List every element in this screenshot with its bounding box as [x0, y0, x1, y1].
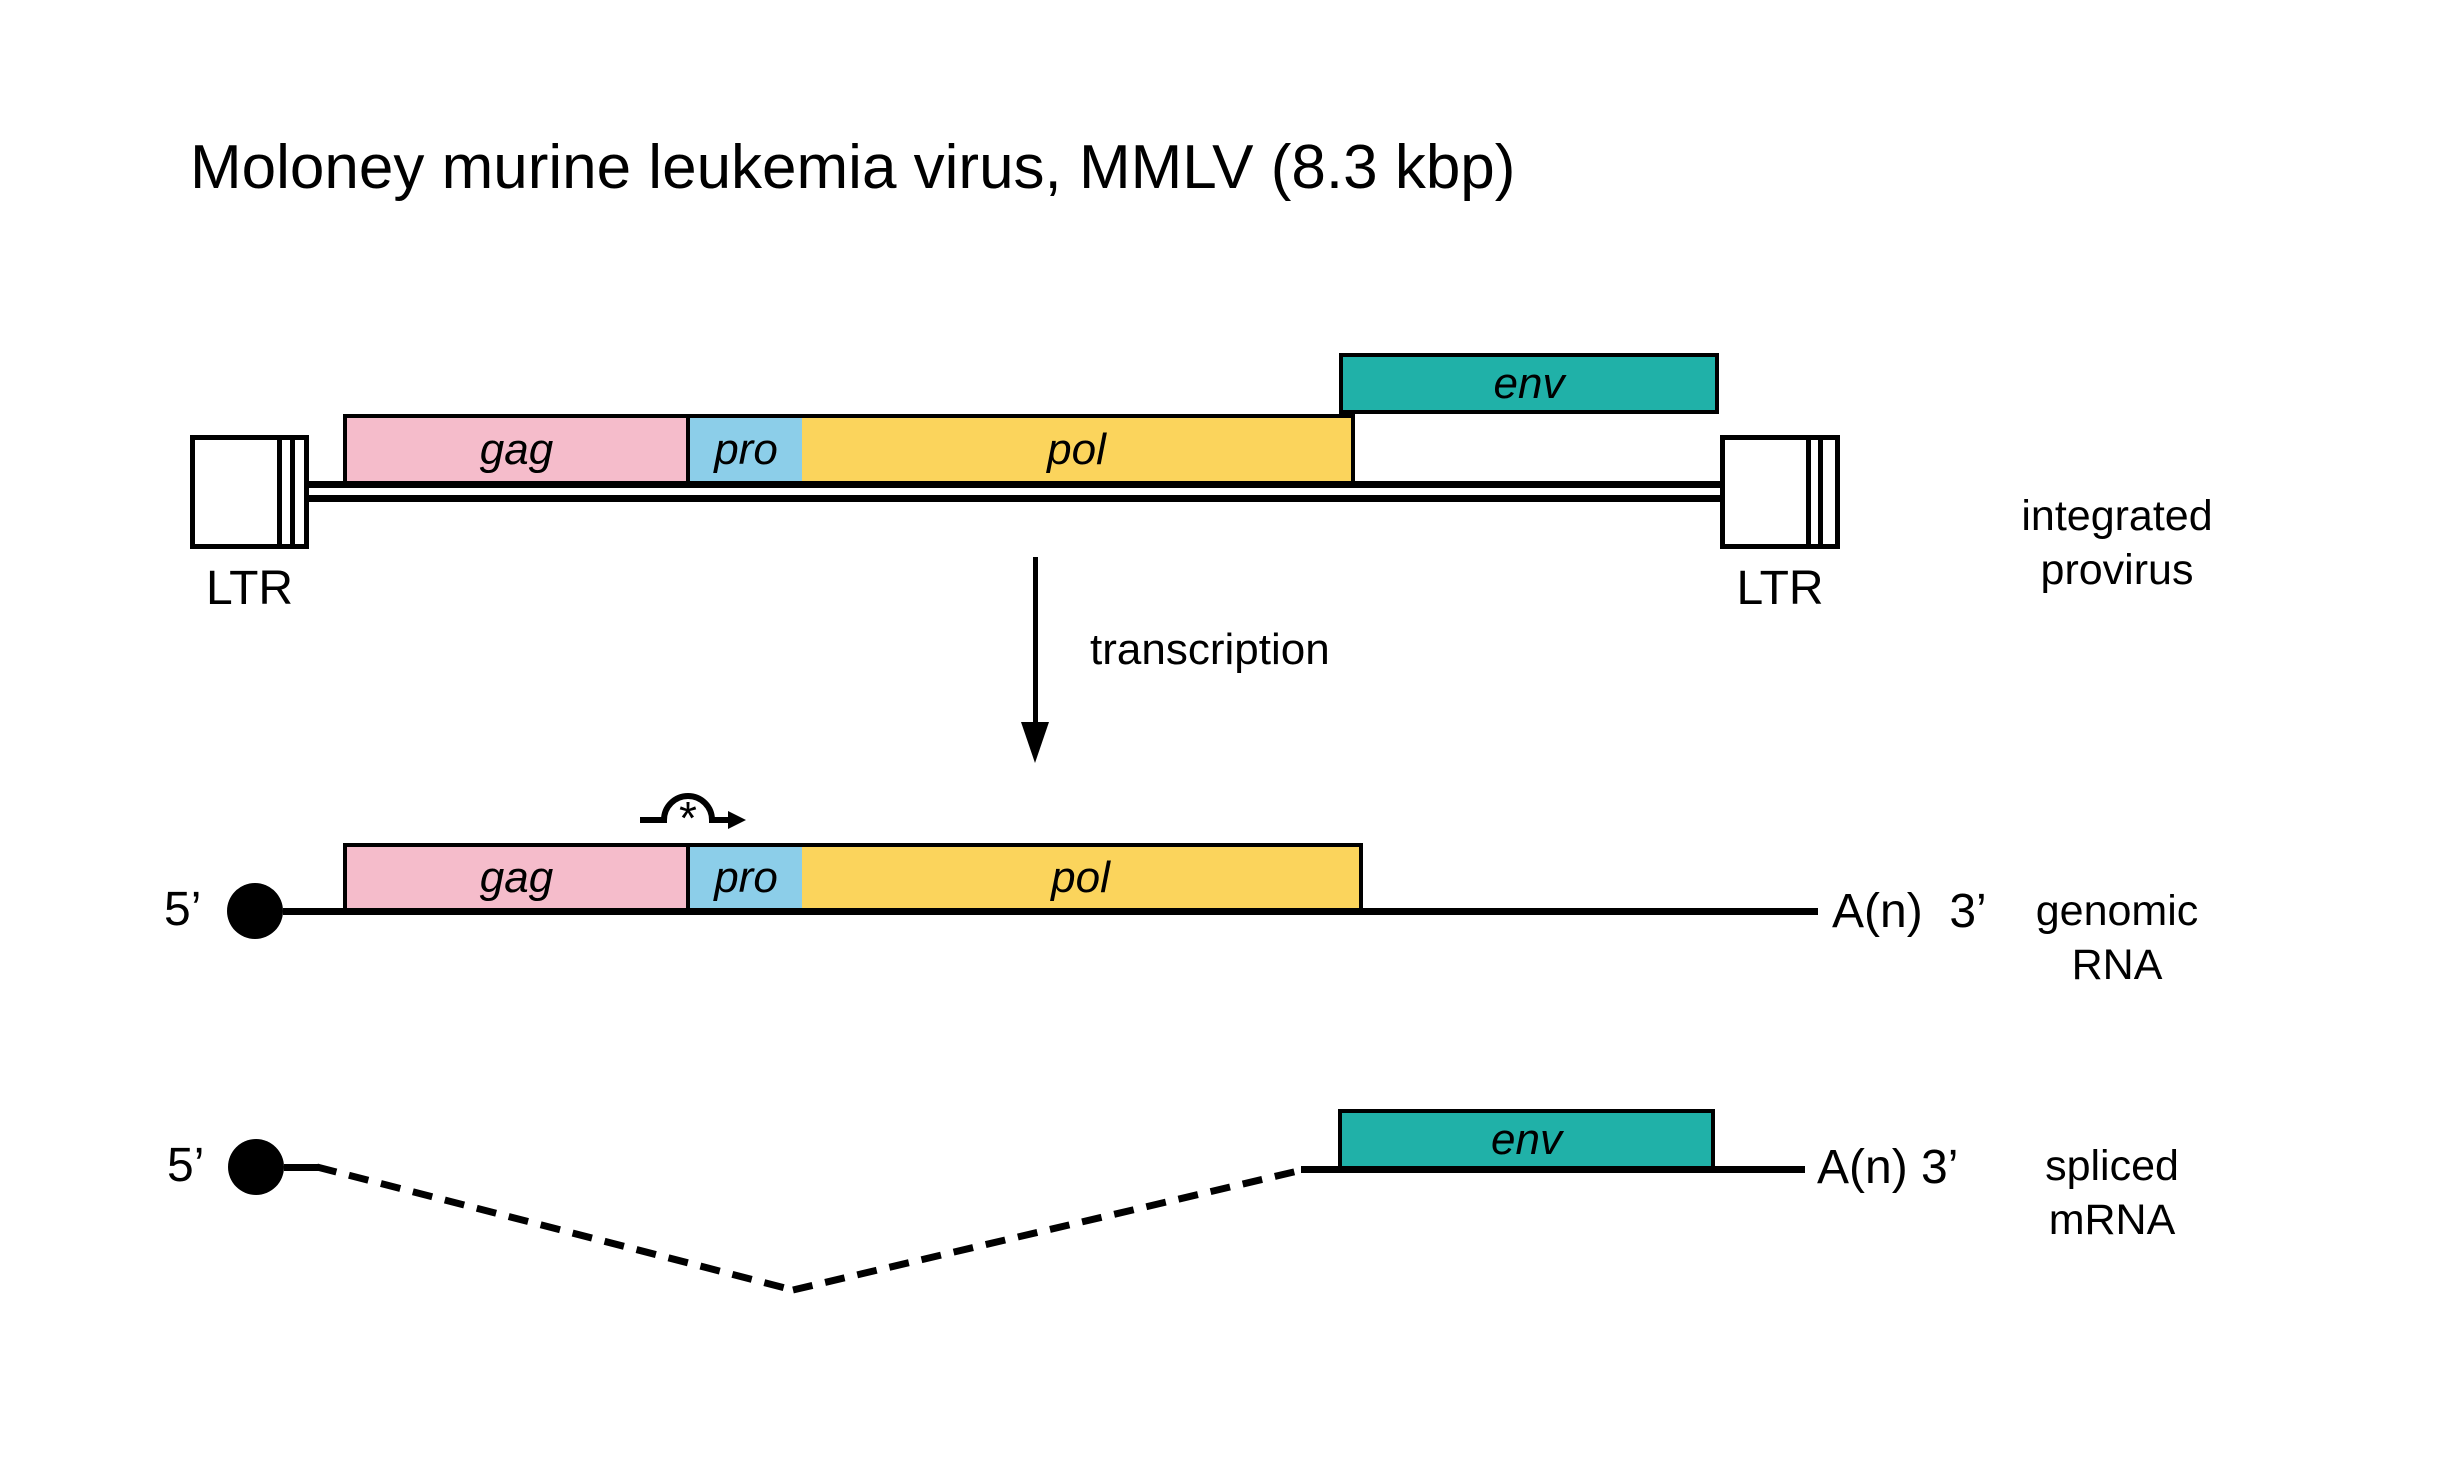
genomic-gag-box: gag: [343, 843, 690, 908]
readthrough-asterisk: *: [679, 792, 697, 839]
provirus-row-label-line1: integrated: [2021, 492, 2213, 540]
genomic-rna-cap-icon: [227, 883, 283, 939]
ltr-right-label: LTR: [1736, 562, 1824, 615]
splice-dashed-line-icon: [316, 1163, 1299, 1294]
spliced-mrna-polya-label: A(n) 3’: [1817, 1141, 1959, 1194]
genomic-rna-row-label: genomic RNA: [1917, 884, 2317, 992]
ltr-left-divider-1: [277, 440, 282, 544]
provirus-pro-label: pro: [714, 424, 778, 474]
spliced-env-box: env: [1338, 1109, 1715, 1166]
provirus-row-label: integrated provirus: [1917, 489, 2317, 597]
genomic-rna-line: [283, 908, 1818, 915]
transcription-arrow-icon: [1033, 557, 1038, 724]
provirus-gag-box: gag: [343, 414, 690, 481]
genomic-gag-label: gag: [479, 852, 554, 902]
spliced-mrna-row-label: spliced mRNA: [1912, 1139, 2312, 1247]
spliced-mrna-row-label-line2: mRNA: [2048, 1196, 2176, 1244]
genomic-rna-row-label-line2: RNA: [2071, 941, 2163, 989]
page-title: Moloney murine leukemia virus, MMLV (8.3…: [190, 133, 1516, 202]
ltr-left-box: [190, 435, 309, 549]
provirus-env-box: env: [1339, 353, 1719, 414]
provirus-gag-label: gag: [479, 424, 554, 474]
genomic-pol-label: pol: [1051, 852, 1110, 902]
provirus-pol-box: pol: [802, 414, 1355, 481]
ltr-right-divider-1: [1806, 440, 1811, 544]
provirus-pol-label: pol: [1047, 424, 1106, 474]
transcription-label: transcription: [1090, 625, 1330, 674]
spliced-mrna-row-label-line1: spliced: [2045, 1142, 2179, 1190]
provirus-env-label: env: [1493, 358, 1565, 408]
readthrough-arrow-icon: *: [640, 792, 746, 839]
genomic-pro-box: pro: [690, 843, 802, 908]
ltr-left-divider-2: [290, 440, 295, 544]
genomic-rna-row-label-line1: genomic: [2035, 887, 2199, 935]
ltr-right-divider-2: [1818, 440, 1823, 544]
provirus-row-label-line2: provirus: [2040, 546, 2194, 594]
ltr-left-label: LTR: [205, 562, 294, 615]
spliced-mrna-line: [1301, 1166, 1805, 1173]
transcription-arrowhead-icon: [1021, 722, 1049, 763]
genomic-pro-label: pro: [714, 852, 778, 902]
genomic-rna-five-prime-label: 5’: [164, 883, 202, 936]
spliced-mrna-five-prime-label: 5’: [167, 1139, 205, 1192]
genomic-pol-box: pol: [802, 843, 1363, 908]
spliced-env-label: env: [1491, 1114, 1562, 1164]
provirus-pro-box: pro: [690, 414, 802, 481]
spliced-mrna-leader-line: [284, 1164, 319, 1171]
provirus-double-line: [309, 481, 1720, 502]
genomic-rna-polya-label: A(n) 3’: [1832, 885, 1987, 938]
spliced-mrna-cap-icon: [228, 1139, 284, 1195]
ltr-right-box: [1720, 435, 1840, 549]
